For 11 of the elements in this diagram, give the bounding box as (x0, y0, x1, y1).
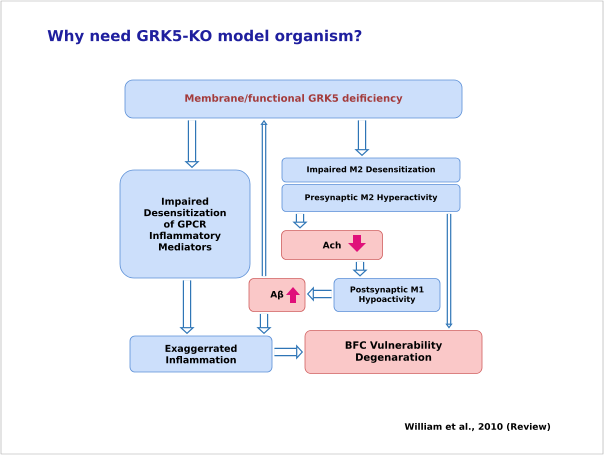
process-box: Postsynaptic M1 Hypoactivity (334, 278, 440, 312)
effect-box: BFC Vulnerability Degenaration (304, 330, 482, 374)
process-box: Impaired Desensitization of GPCR Inflammatory Mediators (120, 170, 250, 278)
process-box: Presynaptic M2 Hyperactivity (282, 184, 460, 212)
citation: William et al., 2010 (Review) (404, 422, 550, 432)
process-box: Exaggerrated Inflammation (130, 336, 272, 372)
process-box: Membrane/functional GRK5 deificiency (124, 80, 462, 118)
process-box: Impaired M2 Desensitization (282, 158, 460, 182)
title: Why need GRK5-KO model organism? (48, 30, 362, 44)
effect-box: Ach (281, 230, 383, 260)
effect-box: Aβ (248, 278, 306, 312)
